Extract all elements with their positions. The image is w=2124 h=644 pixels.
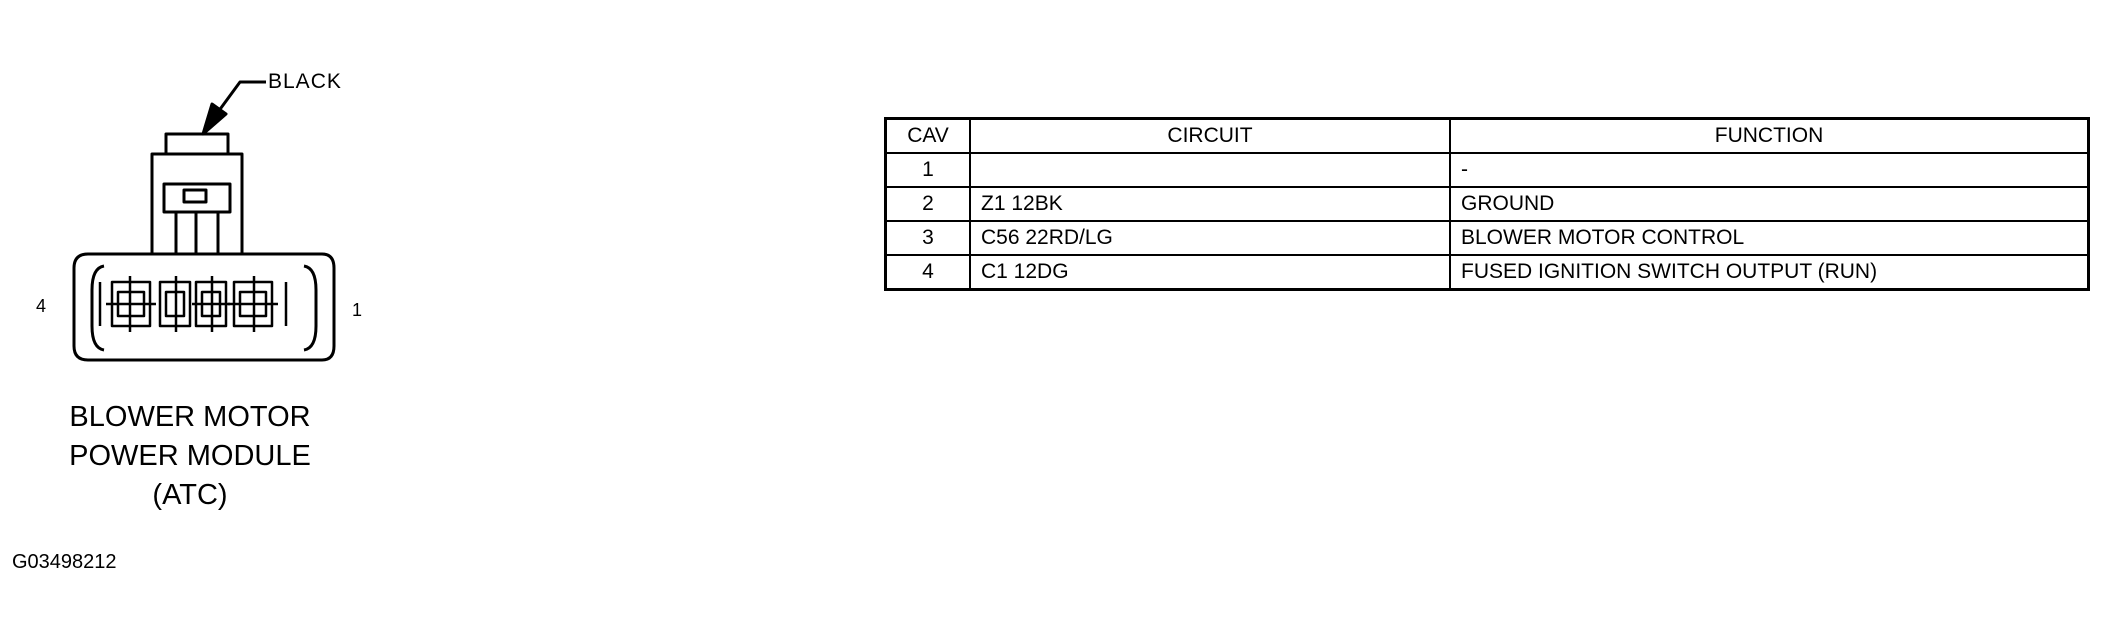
cell-circuit: C1 12DG	[969, 254, 1451, 291]
figure-id: G03498212	[12, 551, 117, 573]
connector-drawing	[72, 80, 336, 362]
header-circuit: CIRCUIT	[969, 117, 1451, 154]
header-function: FUNCTION	[1449, 117, 2090, 154]
callout-arrowhead	[201, 102, 228, 136]
table-row: 1 -	[884, 152, 2090, 188]
table-header-row: CAV CIRCUIT FUNCTION	[884, 117, 2090, 154]
table-row: 2 Z1 12BK GROUND	[884, 186, 2090, 222]
connector-color-label: BLACK	[268, 70, 342, 93]
cell-function: -	[1449, 152, 2090, 188]
connector-body	[72, 252, 336, 362]
cell-cav: 4	[884, 254, 971, 291]
pin-1-label: 1	[352, 300, 363, 320]
cell-circuit: C56 22RD/LG	[969, 220, 1451, 256]
caption-line: BLOWER MOTOR	[69, 401, 311, 433]
cell-function: BLOWER MOTOR CONTROL	[1449, 220, 2090, 256]
table-row: 4 C1 12DG FUSED IGNITION SWITCH OUTPUT (…	[884, 254, 2090, 291]
cell-function: GROUND	[1449, 186, 2090, 222]
cell-circuit	[969, 152, 1451, 188]
cell-cav: 1	[884, 152, 971, 188]
caption-line: (ATC)	[152, 479, 228, 511]
terminal-slots	[98, 276, 288, 332]
cell-function: FUSED IGNITION SWITCH OUTPUT (RUN)	[1449, 254, 2090, 291]
pinout-table: CAV CIRCUIT FUNCTION 1 - 2 Z1 12BK GROUN…	[884, 117, 2090, 291]
cell-cav: 2	[884, 186, 971, 222]
latch-detail	[162, 182, 232, 214]
cell-circuit: Z1 12BK	[969, 186, 1451, 222]
connector-caption: BLOWER MOTOR POWER MODULE (ATC)	[60, 398, 320, 515]
pin-4-label: 4	[36, 296, 47, 316]
callout-leader-line	[216, 80, 266, 113]
header-cav: CAV	[884, 117, 971, 154]
cell-cav: 3	[884, 220, 971, 256]
caption-line: POWER MODULE	[69, 440, 311, 472]
table-row: 3 C56 22RD/LG BLOWER MOTOR CONTROL	[884, 220, 2090, 256]
latch-tab	[164, 132, 230, 156]
